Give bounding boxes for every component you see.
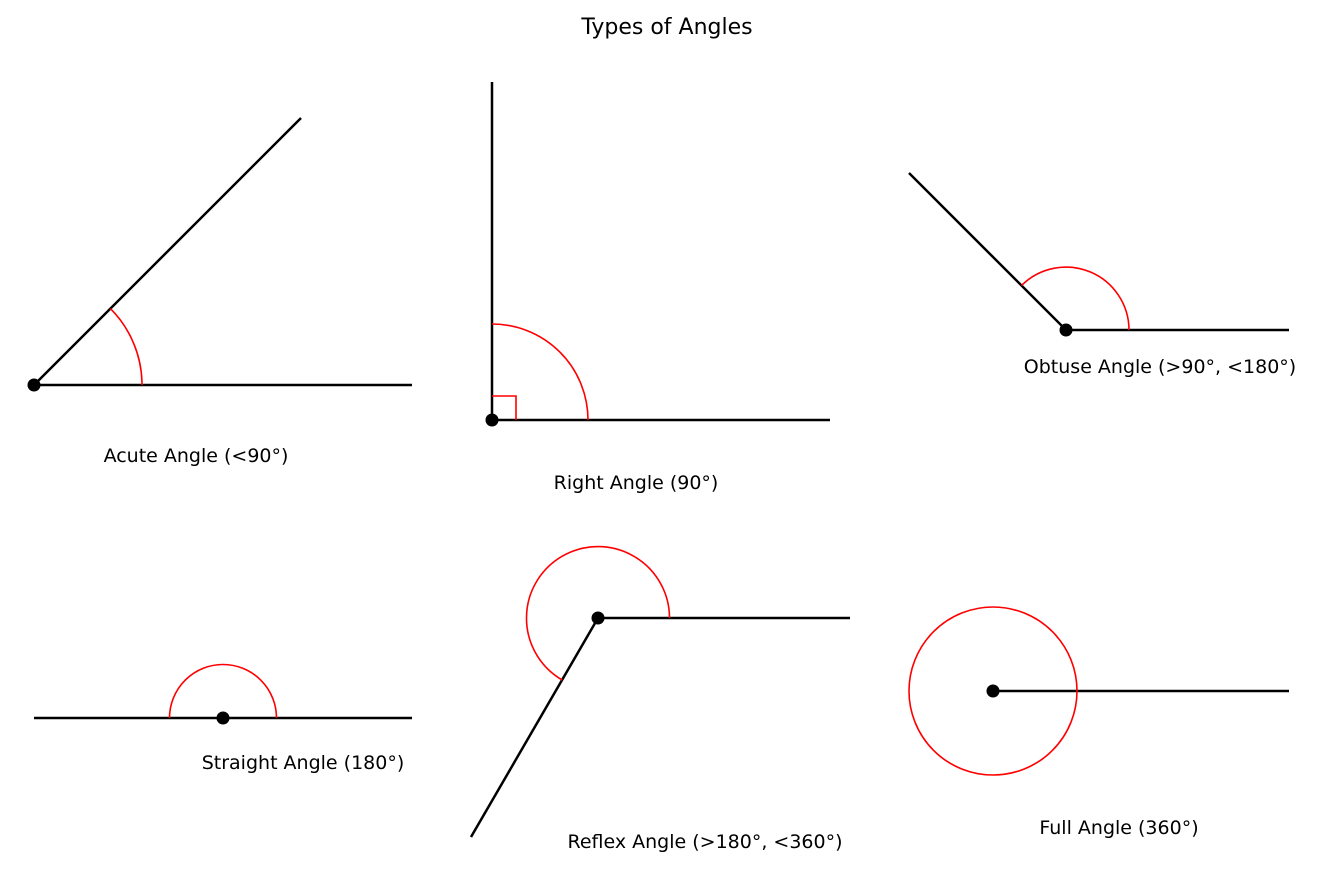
straight-angle-arc (168, 663, 278, 719)
obtuse-angle-label: Obtuse Angle (>90°, <180°) (1024, 356, 1296, 378)
straight-angle-label: Straight Angle (180°) (202, 752, 405, 774)
full-angle-figure: Full Angle (360°) (908, 606, 1289, 839)
obtuse-angle-figure: Obtuse Angle (>90°, <180°) (908, 172, 1296, 378)
straight-vertex-dot (216, 711, 230, 725)
obtuse-angle-arc (1020, 266, 1130, 331)
right-angle-figure: Right Angle (90°) (485, 82, 830, 494)
right-vertex-dot (485, 413, 499, 427)
reflex-angle-arc (525, 545, 671, 681)
right-angle-arc (491, 323, 589, 421)
acute-vertex-dot (27, 378, 41, 392)
reflex-angle-label: Reflex Angle (>180°, <360°) (567, 831, 842, 853)
page-title: Types of Angles (580, 15, 752, 40)
reflex-angle-figure: Reflex Angle (>180°, <360°) (469, 545, 850, 853)
full-vertex-dot (986, 684, 1000, 698)
acute-angle-arc (109, 308, 143, 386)
acute-terminal-ray (33, 117, 302, 386)
right-angle-label: Right Angle (90°) (554, 472, 719, 494)
reflex-vertex-dot (591, 611, 605, 625)
straight-angle-figure: Straight Angle (180°) (34, 663, 412, 774)
acute-angle-figure: Acute Angle (<90°) (27, 117, 412, 467)
full-angle-circle (908, 606, 1078, 776)
obtuse-terminal-ray (908, 172, 1067, 331)
right-angle-square-marker (492, 395, 517, 420)
acute-angle-label: Acute Angle (<90°) (104, 445, 289, 467)
full-angle-label: Full Angle (360°) (1039, 817, 1198, 839)
obtuse-vertex-dot (1059, 323, 1073, 337)
reflex-terminal-ray (469, 617, 600, 838)
